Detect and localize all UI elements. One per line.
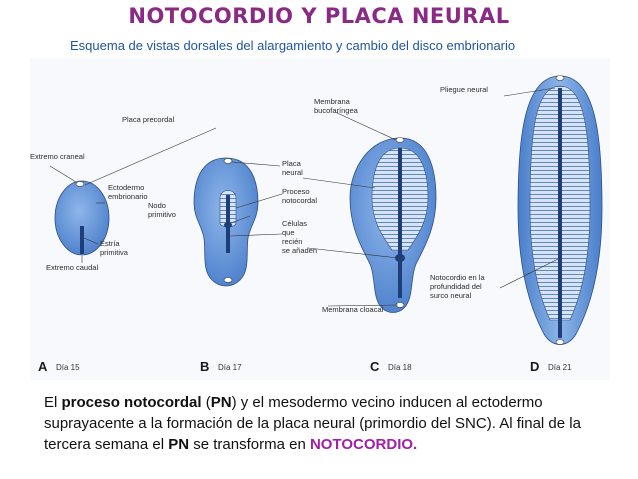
label-surco-neural: surco neural bbox=[430, 291, 472, 300]
label-extremo-caudal: Extremo caudal bbox=[46, 263, 98, 272]
panel-b-letter: B bbox=[200, 359, 209, 374]
label-primitiva: primitiva bbox=[100, 248, 129, 257]
label-notocordal: notocordal bbox=[282, 196, 317, 205]
caption-highlight-notocordio: NOTOCORDIO. bbox=[309, 436, 418, 453]
panel-a-leaders bbox=[49, 127, 217, 263]
label-embrionario: embrionario bbox=[108, 192, 148, 201]
label-que: que bbox=[282, 228, 295, 237]
panel-c-letter: C bbox=[370, 359, 380, 374]
figure-subtitle: Esquema de vistas dorsales del alargamie… bbox=[70, 38, 516, 53]
page-title: NOTOCORDIO Y PLACA NEURAL bbox=[128, 4, 510, 28]
label-profundidad-del: profundidad del bbox=[430, 282, 482, 291]
label-placa: Placa bbox=[282, 159, 302, 168]
label-nodo: Nodo bbox=[148, 201, 166, 210]
label-membrana: Membrana bbox=[314, 97, 351, 106]
panel-b-leaders bbox=[227, 161, 283, 237]
label-estria: Estría bbox=[100, 239, 120, 248]
caption-bold-proceso: proceso notocordal bbox=[61, 394, 202, 411]
label-ectodermo: Ectodermo bbox=[108, 183, 144, 192]
panel-d-day: Día 21 bbox=[548, 363, 572, 372]
label-celulas: Células bbox=[282, 219, 307, 228]
panel-c-embryo bbox=[349, 137, 437, 313]
panel-a-embryo bbox=[54, 180, 110, 256]
label-placa-precordal: Placa precordal bbox=[122, 115, 174, 124]
figure-background bbox=[30, 58, 610, 380]
caption-bold-pn-2: PN bbox=[168, 436, 190, 453]
panel-d-leaders bbox=[499, 87, 561, 289]
label-membrana-cloacal: Membrana cloacal bbox=[322, 305, 384, 314]
caption-bold-pn: PN bbox=[210, 394, 232, 411]
panel-c-day: Día 18 bbox=[388, 363, 412, 372]
label-proceso: Proceso bbox=[282, 187, 310, 196]
panel-d-embryo bbox=[517, 75, 603, 345]
caption-text-1: El bbox=[44, 394, 62, 411]
label-recien: recién bbox=[282, 237, 302, 246]
caption-text-3: ) y el mesodermo vecino inducen al ectod… bbox=[44, 394, 581, 453]
panel-c-leaders bbox=[302, 111, 399, 307]
caption-text-4: se transforma en bbox=[189, 436, 310, 453]
panel-b-day: Día 17 bbox=[218, 363, 242, 372]
label-neural: neural bbox=[282, 168, 303, 177]
embryo-diagram: Placa precordal Extremo craneal Ectoderm… bbox=[30, 58, 610, 380]
label-se-anaden: se añaden bbox=[282, 246, 317, 255]
panel-a-day: Día 15 bbox=[56, 363, 80, 372]
label-primitivo: primitivo bbox=[148, 210, 176, 219]
caption-text-2: ( bbox=[201, 394, 211, 411]
label-extremo-craneal: Extremo craneal bbox=[30, 152, 85, 161]
label-notocordio-en-la: Notocordio en la bbox=[430, 273, 485, 282]
label-bucofaringea: bucofaríngea bbox=[314, 106, 359, 115]
label-pliegue-neural: Pliegue neural bbox=[440, 85, 488, 94]
panel-d-letter: D bbox=[530, 359, 539, 374]
panel-a-letter: A bbox=[38, 359, 48, 374]
caption-paragraph: El proceso notocordal (PN) y el mesoderm… bbox=[44, 392, 624, 455]
